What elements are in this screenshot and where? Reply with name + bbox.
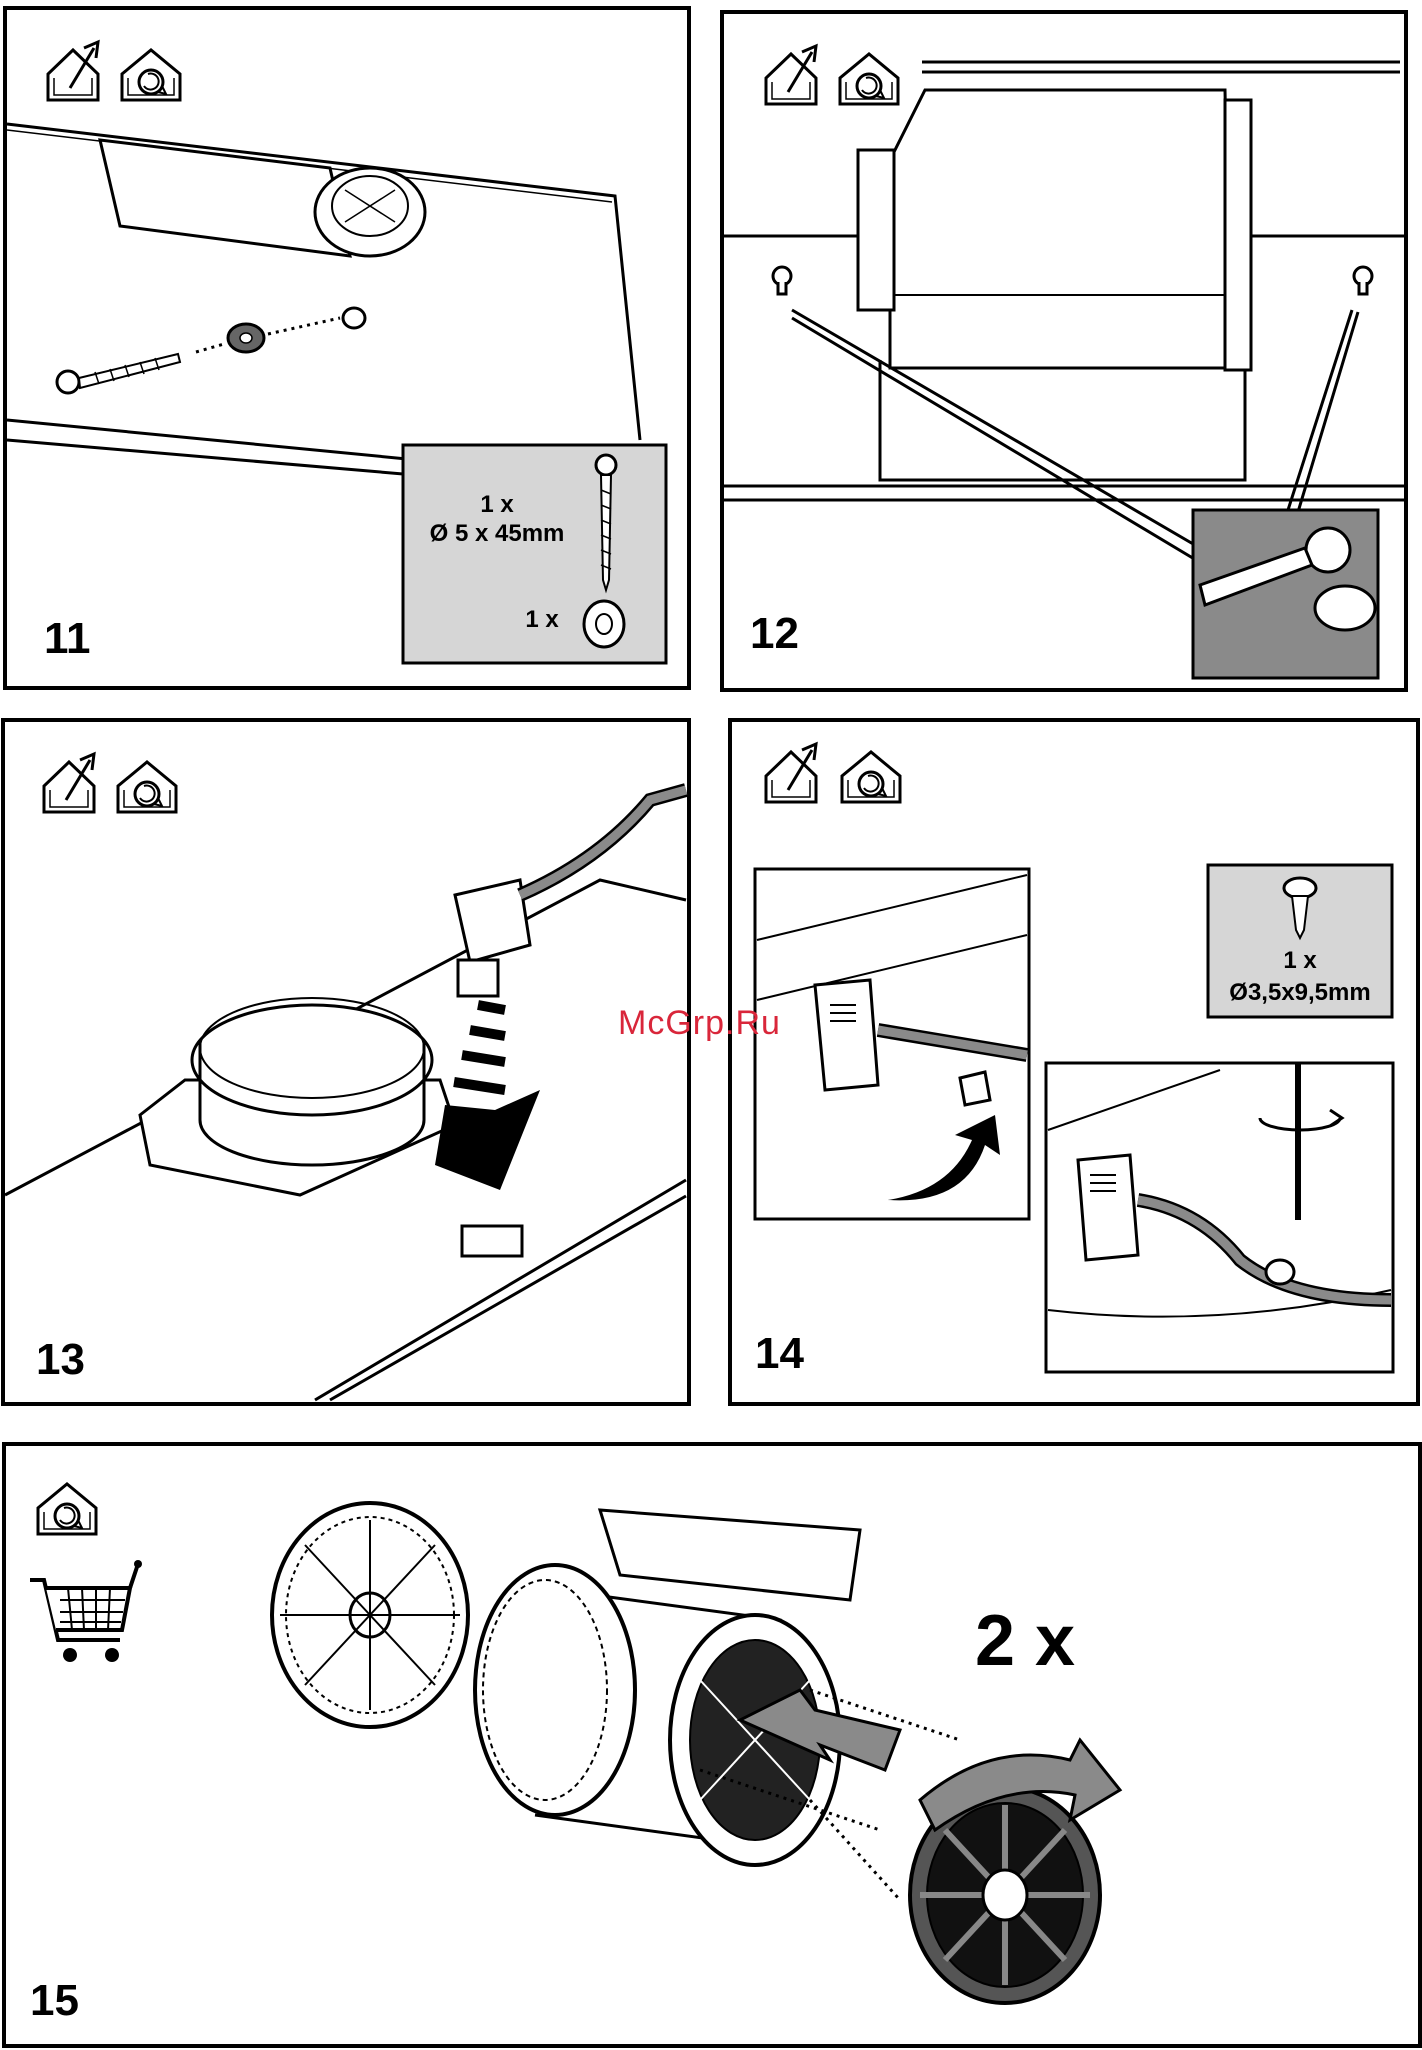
part-quantity: 1 x xyxy=(1283,947,1317,974)
carbon-filter-spare xyxy=(272,1503,468,1727)
quantity-multiplier: 2 x xyxy=(975,1601,1075,1681)
step-14-detail-clip xyxy=(755,869,1029,1219)
step-11-panel: 1 x Ø 5 x 45mm 1 x 11 xyxy=(5,8,689,688)
step-number: 12 xyxy=(750,609,799,658)
step-number: 15 xyxy=(30,1976,79,2025)
part-spec: Ø 5 x 45mm xyxy=(430,520,565,547)
step-12-panel: 12 xyxy=(722,12,1406,690)
step-15-panel: 2 x 15 xyxy=(4,1444,1420,2046)
step-14-panel: 1 x Ø3,5x9,5mm 14 xyxy=(730,720,1418,1404)
step-11-parts-box: 1 x Ø 5 x 45mm 1 x xyxy=(403,445,666,663)
part-spec: Ø3,5x9,5mm xyxy=(1229,979,1370,1006)
step-14-parts-box: 1 x Ø3,5x9,5mm xyxy=(1208,865,1392,1017)
part-quantity: 1 x xyxy=(525,606,559,633)
step-13-panel: 13 xyxy=(3,720,689,1404)
step-12-detail-inset xyxy=(1193,510,1378,678)
watermark: McGrp.Ru xyxy=(618,1004,781,1043)
mounting-hole xyxy=(343,308,365,328)
step-14-detail-screw xyxy=(1046,1063,1393,1372)
step-number: 14 xyxy=(755,1329,804,1378)
power-socket xyxy=(462,1226,522,1256)
step-number: 13 xyxy=(36,1335,85,1384)
part-quantity: 1 x xyxy=(480,491,514,518)
step-number: 11 xyxy=(44,614,91,663)
